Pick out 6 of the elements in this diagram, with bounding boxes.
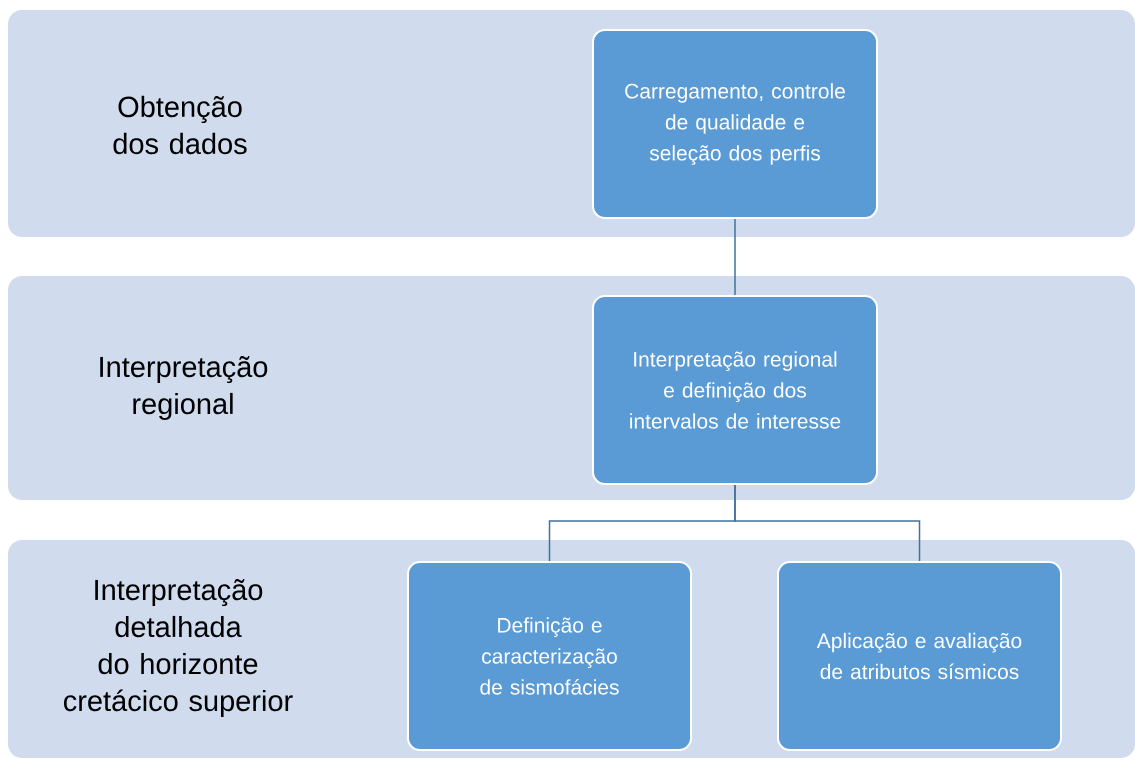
connector-line — [734, 484, 921, 562]
process-box: Definição e caracterização de sismofácies — [407, 561, 692, 751]
process-box: Carregamento, controle de qualidade e seleção dos perfis — [592, 29, 878, 219]
process-box: Aplicação e avaliação de atributos sísmicos — [777, 561, 1062, 751]
connector-line — [734, 218, 736, 296]
process-box: Interpretação regional e definição dos intervalos de interesse — [592, 295, 878, 485]
